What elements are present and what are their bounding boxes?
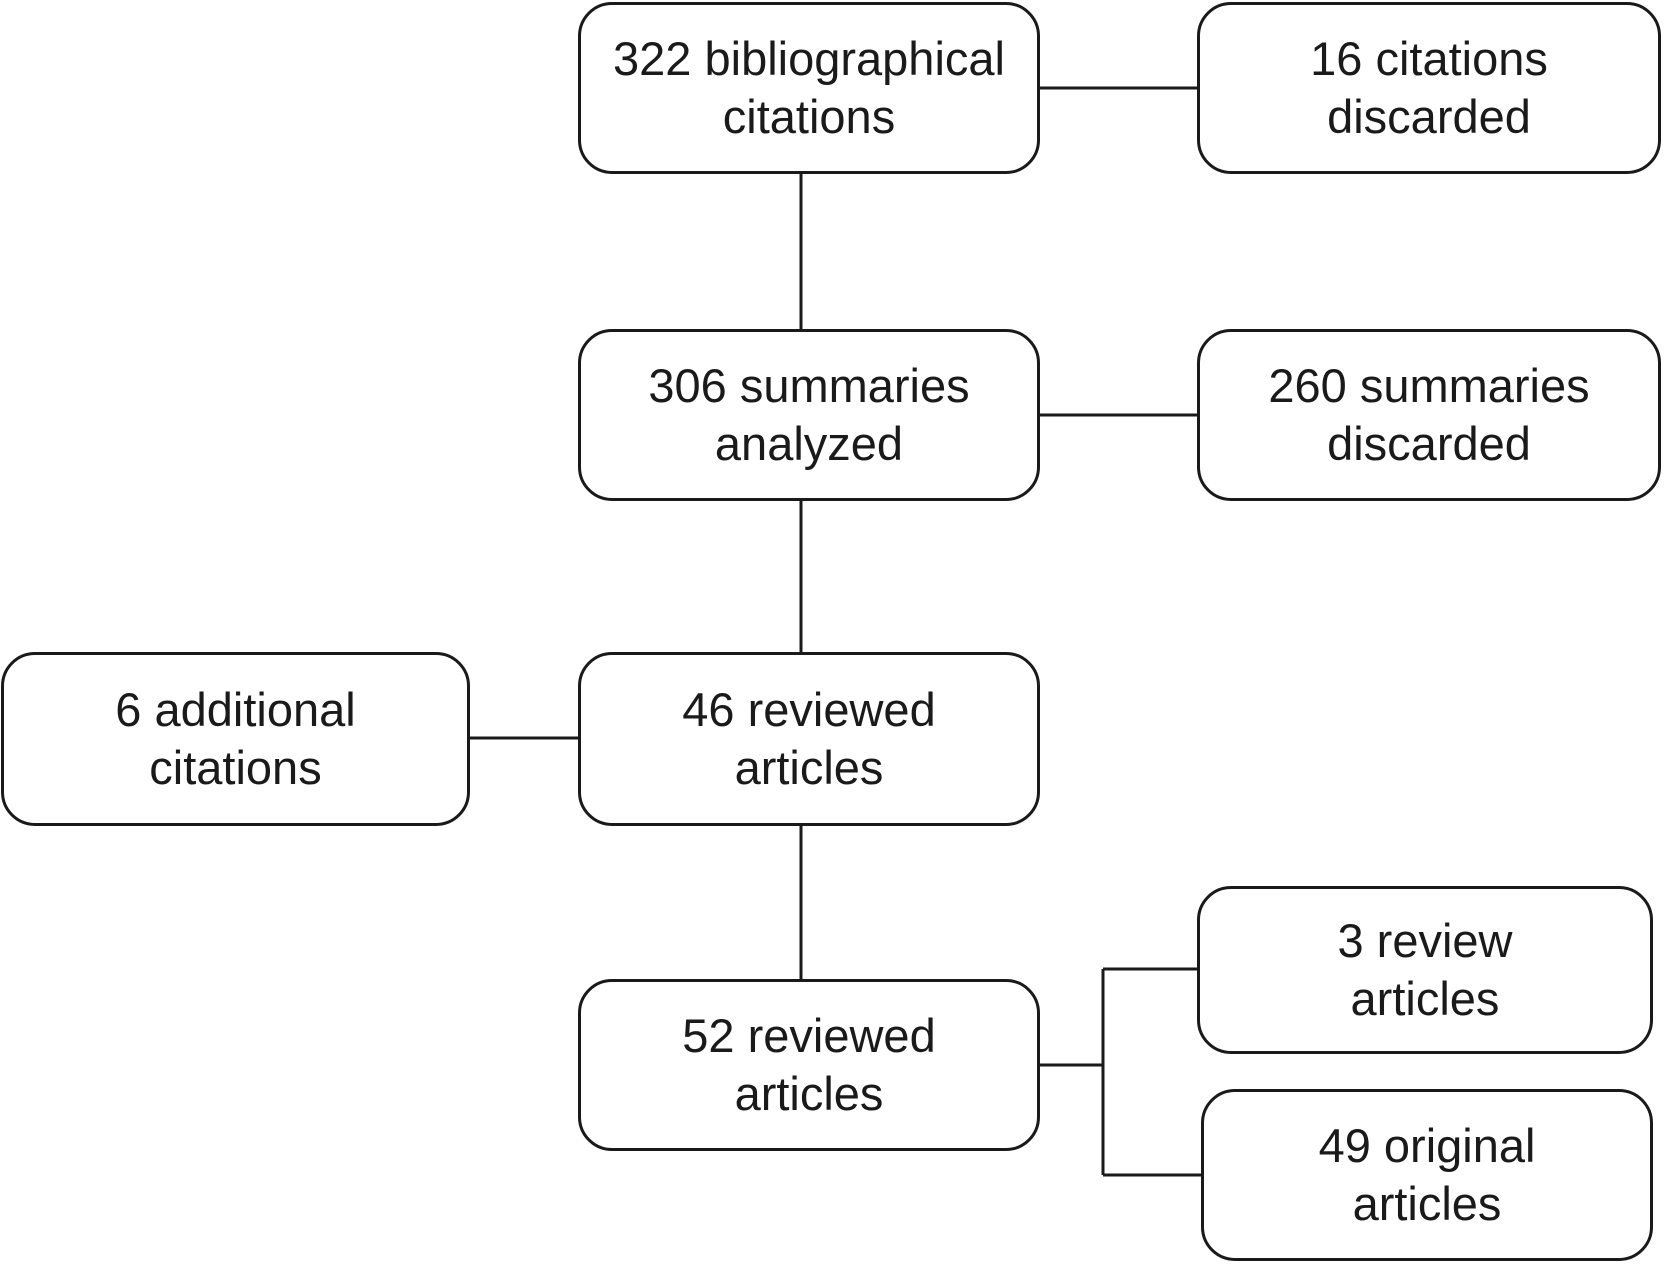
citations-discarded-line1: 16 citations [1310, 32, 1548, 85]
summaries-discarded-line2: discarded [1327, 417, 1531, 470]
summaries-analyzed-line2: analyzed [714, 417, 904, 470]
review-articles-line2: articles [1350, 972, 1500, 1025]
reviewed-articles-46-box: 46 reviewed articles [578, 652, 1040, 826]
reviewed-articles-52-box: 52 reviewed articles [578, 979, 1040, 1151]
reviewed-articles-52-line1: 52 reviewed [682, 1009, 936, 1062]
summaries-analyzed-line1: 306 summaries [648, 359, 970, 412]
citations-discarded-box: 16 citations discarded [1197, 2, 1661, 174]
additional-citations-line2: citations [149, 741, 322, 794]
bibliographical-citations-box: 322 bibliographical citations [578, 2, 1040, 174]
additional-citations-line1: 6 additional [115, 683, 356, 736]
citations-discarded-line2: discarded [1327, 90, 1531, 143]
review-articles-box: 3 review articles [1197, 886, 1653, 1054]
original-articles-line1: 49 original [1318, 1119, 1536, 1172]
bibliographical-citations-line2: citations [722, 90, 896, 143]
reviewed-articles-46-line2: articles [734, 741, 884, 794]
original-articles-box: 49 original articles [1201, 1089, 1653, 1261]
summaries-analyzed-box: 306 summaries analyzed [578, 329, 1040, 501]
bibliographical-citations-line1: 322 bibliographical [613, 32, 1005, 85]
reviewed-articles-46-line1: 46 reviewed [682, 683, 936, 736]
additional-citations-box: 6 additional citations [1, 652, 470, 826]
original-articles-line2: articles [1352, 1177, 1502, 1230]
review-articles-line1: 3 review [1337, 914, 1513, 967]
summaries-discarded-line1: 260 summaries [1268, 359, 1590, 412]
reviewed-articles-52-line2: articles [734, 1067, 884, 1120]
summaries-discarded-box: 260 summaries discarded [1197, 329, 1661, 501]
